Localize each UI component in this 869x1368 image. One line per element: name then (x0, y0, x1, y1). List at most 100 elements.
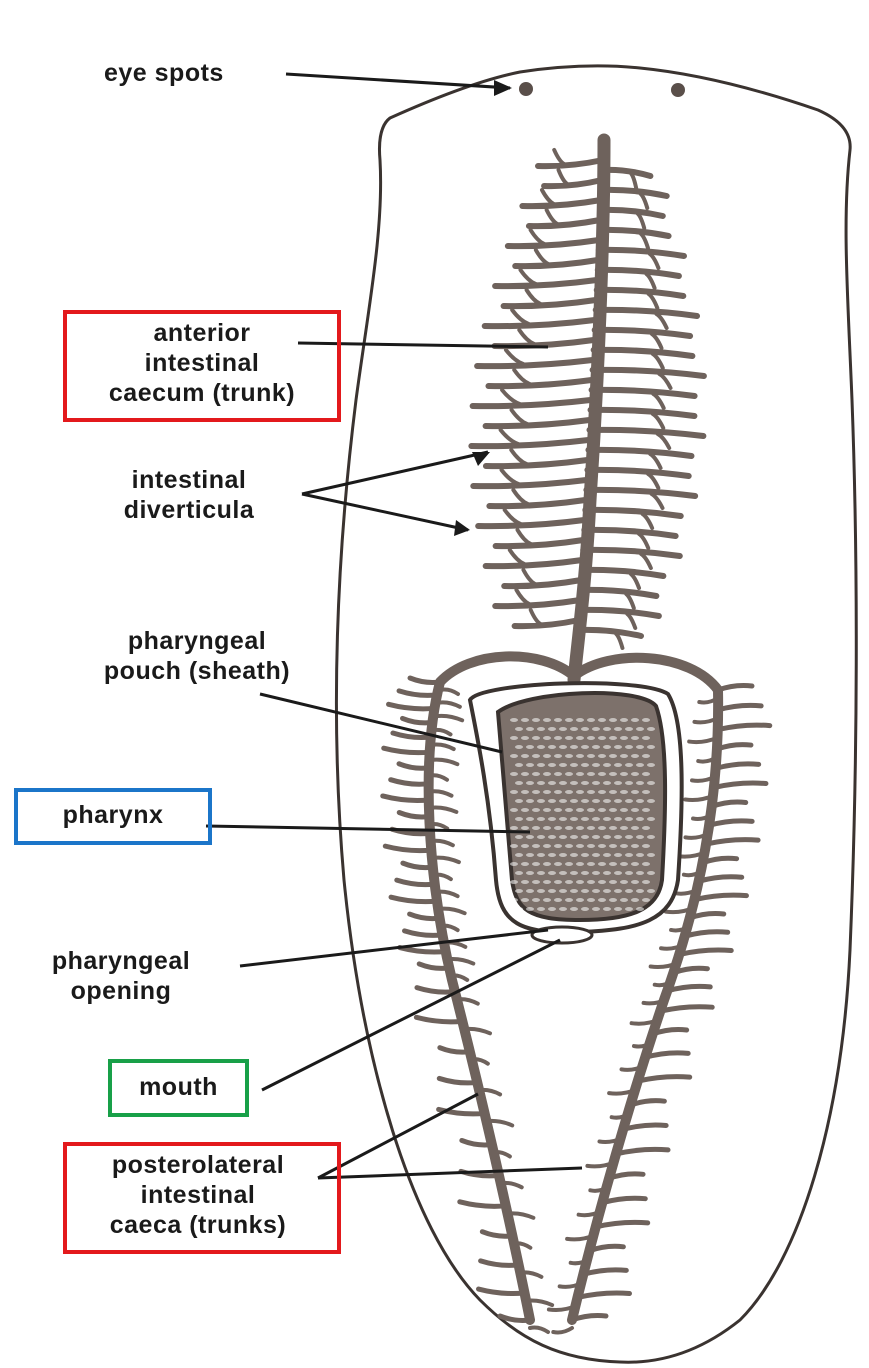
posterior-diverticulum-outer (385, 846, 431, 851)
pharynx-speckle (581, 889, 589, 893)
diverticulum-right (579, 630, 641, 636)
pharynx-speckle (526, 889, 534, 893)
pharynx-speckle (647, 799, 655, 803)
pharynx-speckle (598, 754, 606, 758)
posterior-diverticulum-outer (416, 1017, 462, 1022)
pharynx-speckle (631, 754, 639, 758)
pharynx-speckle (625, 781, 633, 785)
pharynx-speckle (642, 898, 650, 902)
pharynx-speckle (614, 889, 622, 893)
pharynx-speckle (609, 754, 617, 758)
pharynx-speckle (521, 844, 529, 848)
pharynx-speckle (548, 907, 556, 911)
pharynx-speckle (587, 880, 595, 884)
pharynx-speckle (581, 835, 589, 839)
pharynx-speckle (565, 880, 573, 884)
pharynx-speckle (603, 799, 611, 803)
pharynx-speckle (570, 817, 578, 821)
diverticulum-right (602, 190, 667, 196)
pharynx-speckle (587, 736, 595, 740)
arrow-diverticula-lower (454, 520, 470, 536)
pharynx-speckle (587, 808, 595, 812)
diverticulum-right (589, 430, 703, 436)
pharynx-speckle (548, 835, 556, 839)
pharynx-speckle (532, 790, 540, 794)
eye-spot-right (671, 83, 685, 97)
pharynx-speckle (537, 889, 545, 893)
label-eye-spots: eye spots (104, 58, 224, 88)
diverticulum-left (504, 580, 581, 586)
pharynx-speckle (521, 790, 529, 794)
pharynx-speckle (625, 907, 633, 911)
pharynx-speckle (543, 754, 551, 758)
pharynx-speckle (565, 754, 573, 758)
pharynx-speckle (592, 763, 600, 767)
pharynx-speckle (526, 745, 534, 749)
pharynx-speckle (647, 889, 655, 893)
label-pharynx: pharynx (14, 800, 212, 830)
diverticulum-right (596, 310, 697, 316)
diverticulum-left (473, 400, 591, 406)
pharynx-speckle (570, 799, 578, 803)
posterior-diverticulum-outer (638, 1077, 690, 1082)
diverticulum-left (478, 520, 584, 526)
pharynx-speckle (631, 898, 639, 902)
posterior-diverticulum-inner (590, 1186, 609, 1191)
pharynx-speckle (559, 763, 567, 767)
posterior-diverticulum-inner (571, 1259, 590, 1264)
posterior-diverticulum-outer (391, 897, 437, 902)
pharynx-speckle (532, 754, 540, 758)
pharynx-speckle (598, 772, 606, 776)
pharynx-speckle (532, 808, 540, 812)
pharynx-speckle (625, 871, 633, 875)
diverticulum-twig (641, 234, 648, 248)
pharynx-speckle (554, 754, 562, 758)
pharynx-speckle (532, 844, 540, 848)
pharynx-speckle (609, 826, 617, 830)
posterior-diverticulum-outer (616, 1149, 668, 1154)
diverticulum-left (486, 420, 590, 426)
pharynx-speckle (631, 772, 639, 776)
pharynx-speckle (510, 898, 518, 902)
diverticulum-twig (653, 354, 663, 368)
posterior-diverticulum-outer (694, 895, 746, 900)
pharynx-speckle (642, 808, 650, 812)
posterior-diverticulum-outer (718, 686, 752, 691)
posterior-diverticulum-outer (706, 840, 758, 845)
pharynx-speckle (614, 763, 622, 767)
diverticulum-twig (649, 294, 658, 308)
pharynx-speckle (631, 826, 639, 830)
diverticulum-right (587, 470, 688, 476)
pharynx-speckle (581, 763, 589, 767)
pharynx-speckle (642, 772, 650, 776)
posterior-diverticulum-inner (698, 757, 717, 762)
posterior-diverticulum-outer (685, 932, 728, 937)
pharynx-speckle (554, 808, 562, 812)
pharynx-speckle (636, 889, 644, 893)
posterior-diverticulum-outer (460, 1202, 506, 1207)
pharynx-speckle (554, 718, 562, 722)
pharynx-speckle (592, 727, 600, 731)
pharynx-speckle (559, 817, 567, 821)
leader-diverticula-lower (302, 494, 468, 530)
pharynx-speckle (559, 835, 567, 839)
pharynx-speckle (543, 808, 551, 812)
posterior-diverticulum-outer (673, 968, 707, 973)
pharynx-speckle (603, 853, 611, 857)
pharynx-speckle (614, 781, 622, 785)
pharynx-speckle (570, 871, 578, 875)
pharynx-speckle (631, 808, 639, 812)
pharynx-speckle (576, 880, 584, 884)
posterior-diverticulum-outer (596, 1222, 648, 1227)
diverticulum-twig (631, 174, 636, 188)
diverticulum-right (598, 270, 679, 276)
pharynx-speckle (554, 826, 562, 830)
leader-pouch (260, 694, 502, 752)
posterior-diverticulum-outer (410, 678, 440, 683)
diverticulum-twig (658, 434, 669, 448)
pharynx-speckle (559, 781, 567, 785)
pharynx-speckle (554, 844, 562, 848)
posterior-diverticulum-inner (671, 926, 690, 931)
pharynx-speckle (647, 727, 655, 731)
